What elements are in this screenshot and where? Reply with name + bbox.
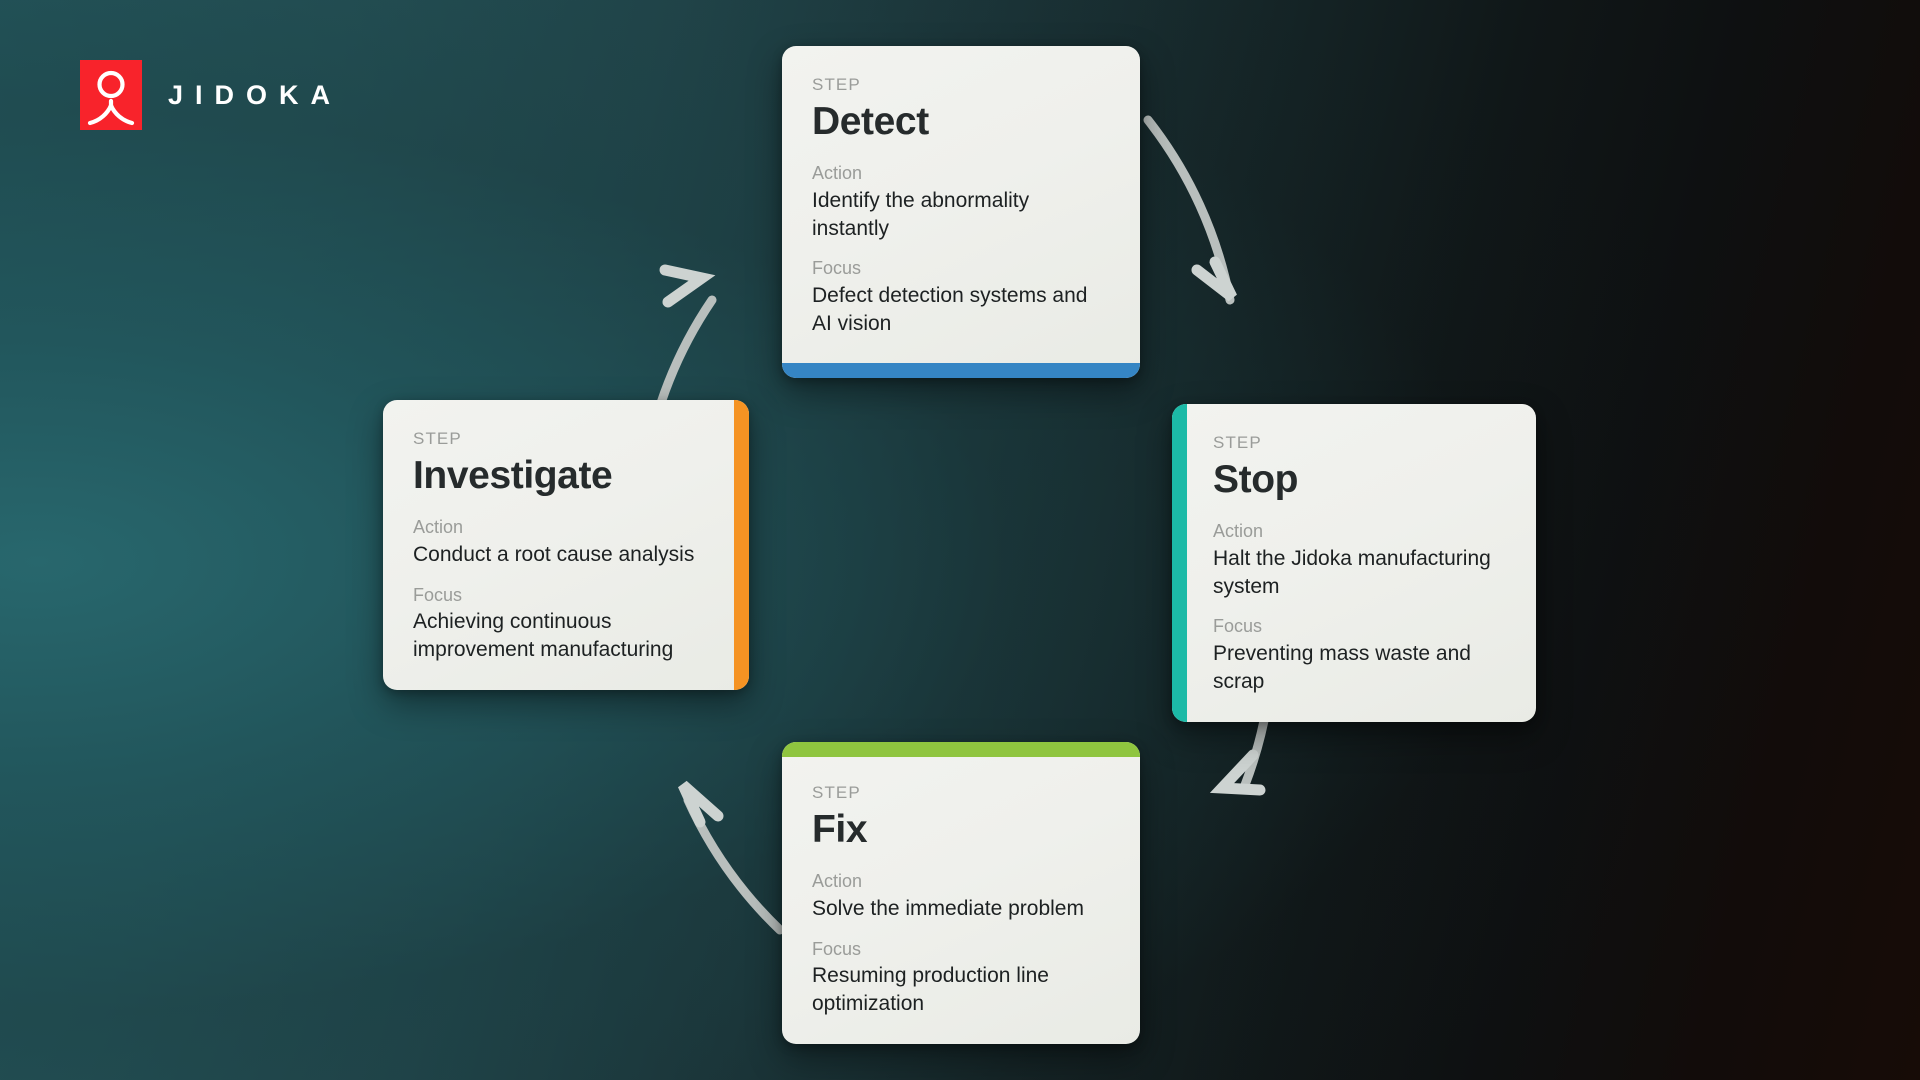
action-field: Action Halt the Jidoka manufacturing sys… bbox=[1213, 521, 1506, 600]
step-title: Investigate bbox=[413, 453, 613, 497]
focus-field: Focus Defect detection systems and AI vi… bbox=[812, 258, 1110, 337]
step-card-stop[interactable]: STEP Stop Action Halt the Jidoka manufac… bbox=[1172, 404, 1536, 722]
focus-field: Focus Preventing mass waste and scrap bbox=[1213, 616, 1506, 695]
step-title: Stop bbox=[1213, 457, 1299, 501]
action-label: Action bbox=[1213, 521, 1264, 542]
action-field: Action Conduct a root cause analysis bbox=[413, 517, 708, 568]
step-card-detect[interactable]: STEP Detect Action Identify the abnormal… bbox=[782, 46, 1140, 378]
arrowhead-investigate-to-detect bbox=[659, 264, 716, 308]
card-body: STEP Detect Action Identify the abnormal… bbox=[782, 46, 1140, 378]
action-value: Identify the abnormality instantly bbox=[812, 189, 1030, 240]
action-field: Action Identify the abnormality instantl… bbox=[812, 163, 1110, 242]
accent-bar bbox=[1172, 404, 1187, 722]
person-figure-icon bbox=[80, 60, 142, 130]
step-kicker: STEP bbox=[413, 429, 462, 448]
focus-label: Focus bbox=[1213, 616, 1263, 637]
accent-bar bbox=[782, 742, 1140, 757]
action-label: Action bbox=[812, 163, 863, 184]
focus-value: Preventing mass waste and scrap bbox=[1213, 642, 1471, 693]
arrowhead-stop-to-fix bbox=[1209, 749, 1266, 796]
card-body: STEP Fix Action Solve the immediate prob… bbox=[782, 742, 1140, 1044]
step-title: Fix bbox=[812, 807, 868, 851]
brand-wordmark: JIDOKA bbox=[168, 79, 343, 110]
arrowhead-detect-to-stop bbox=[1191, 256, 1237, 302]
action-label: Action bbox=[812, 871, 863, 892]
focus-label: Focus bbox=[812, 258, 862, 279]
arrow-path-fix-to-investigate bbox=[683, 795, 785, 935]
step-kicker: STEP bbox=[812, 783, 861, 802]
accent-bar bbox=[782, 362, 1140, 378]
card-body: STEP Stop Action Halt the Jidoka manufac… bbox=[1172, 404, 1536, 722]
action-value: Conduct a root cause analysis bbox=[413, 543, 695, 567]
focus-label: Focus bbox=[413, 584, 463, 605]
step-card-fix[interactable]: STEP Fix Action Solve the immediate prob… bbox=[782, 742, 1140, 1044]
step-title: Detect bbox=[812, 99, 929, 143]
focus-label: Focus bbox=[812, 938, 862, 959]
focus-value: Achieving continuous improvement manufac… bbox=[413, 610, 674, 662]
accent-bar bbox=[734, 400, 749, 690]
card-body: STEP Investigate Action Conduct a root c… bbox=[383, 400, 749, 690]
arrow-path-detect-to-stop bbox=[1143, 115, 1235, 305]
step-kicker: STEP bbox=[1213, 433, 1262, 452]
brand-logo: JIDOKA bbox=[80, 60, 342, 130]
action-label: Action bbox=[413, 517, 464, 538]
focus-value: Resuming production line optimization bbox=[812, 964, 1049, 1016]
step-kicker: STEP bbox=[812, 75, 861, 94]
action-value: Halt the Jidoka manufacturing system bbox=[1213, 547, 1491, 598]
focus-field: Focus Resuming production line optimizat… bbox=[812, 939, 1110, 1018]
action-field: Action Solve the immediate problem bbox=[812, 871, 1110, 922]
step-card-investigate[interactable]: STEP Investigate Action Conduct a root c… bbox=[383, 400, 749, 690]
action-value: Solve the immediate problem bbox=[812, 897, 1084, 921]
focus-value: Defect detection systems and AI vision bbox=[812, 284, 1088, 335]
arrowhead-fix-to-investigate bbox=[678, 780, 724, 828]
focus-field: Focus Achieving continuous improvement m… bbox=[413, 585, 708, 664]
